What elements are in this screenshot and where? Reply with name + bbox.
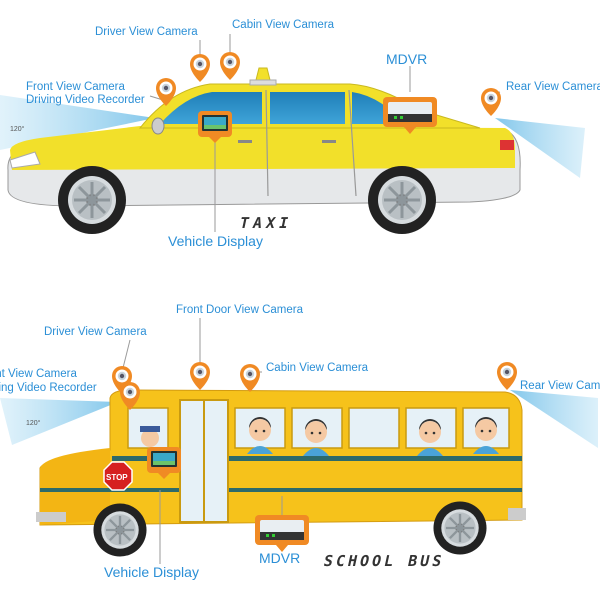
bus-driving-video-recorder-label: Driving Video Recorder (0, 382, 97, 395)
bus-angle-label: 120° (26, 420, 40, 428)
taxi-angle-label: 120° (10, 126, 24, 134)
bus-front-view-camera-label: Front View Camera (0, 368, 77, 381)
taxi-rear-view-camera-label: Rear View Camera (506, 81, 600, 94)
taxi-driving-video-recorder-label: Driving Video Recorder (26, 94, 145, 107)
school-bus-logo: SCHOOL BUS (322, 552, 446, 570)
bus-vehicle-display-label: Vehicle Display (104, 564, 199, 580)
taxi-mdvr-label: MDVR (386, 51, 427, 67)
bus-front-door-view-camera-label: Front Door View Camera (176, 304, 303, 317)
bus-rear-view-camera-label: Rear View Camera (520, 380, 600, 393)
taxi-logo: TAXI (238, 214, 294, 232)
bus-cabin-view-camera-label: Cabin View Camera (266, 362, 368, 375)
stop-sign-text: STOP (106, 471, 128, 484)
bus-driver-view-camera-label: Driver View Camera (44, 326, 147, 339)
bus-front-labels-clip: Front View Camera Driving Video Recorder (0, 368, 120, 398)
taxi-driver-view-camera-label: Driver View Camera (95, 26, 198, 39)
taxi-front-view-camera-label: Front View Camera (26, 81, 125, 94)
taxi-vehicle-display-label: Vehicle Display (168, 233, 263, 249)
bus-mdvr-label: MDVR (259, 550, 300, 566)
taxi-cabin-view-camera-label: Cabin View Camera (232, 19, 334, 32)
